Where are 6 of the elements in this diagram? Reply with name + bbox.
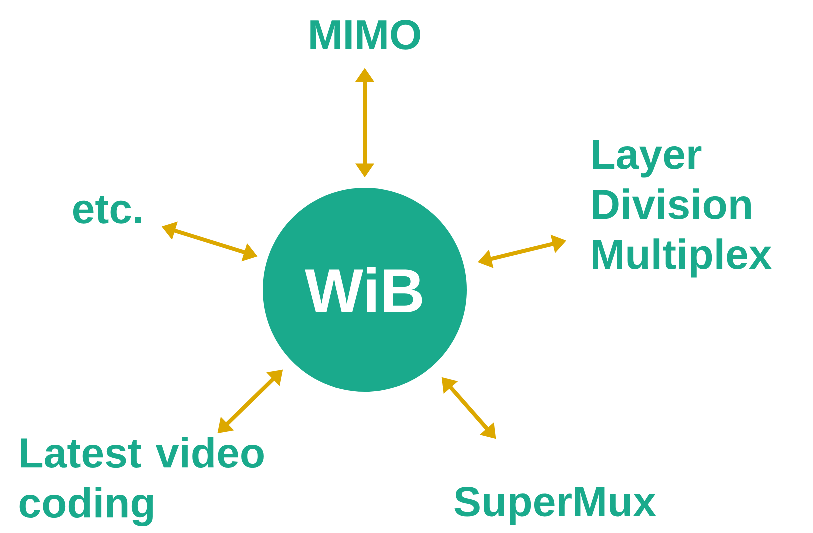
topic-label: SuperMux xyxy=(454,486,656,526)
topic-label: Latest video coding xyxy=(20,437,264,527)
circle-node: WiB xyxy=(263,188,467,392)
topic-label: MIMO xyxy=(310,20,420,50)
topic-label: Layer Division Multiplex xyxy=(593,140,772,278)
topic-label: etc. xyxy=(73,196,142,224)
